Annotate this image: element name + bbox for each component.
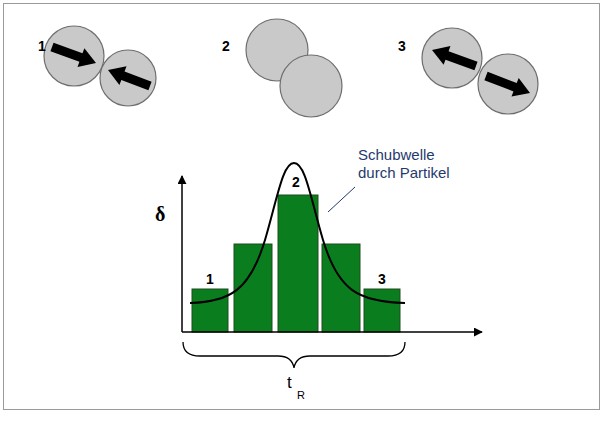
callout-number: 1 (206, 271, 214, 288)
particle (478, 54, 538, 114)
callout-number: 3 (378, 271, 386, 288)
time-brace (183, 342, 405, 368)
axis-subscript: R (297, 389, 305, 402)
axis-label: δ (155, 202, 165, 226)
particle (100, 50, 156, 106)
particle (44, 26, 104, 86)
leader-line (328, 187, 355, 212)
motion-arrow (432, 46, 478, 70)
curve-annotation: Schubwelle durch Partikel (358, 146, 466, 182)
histogram-bar (364, 289, 400, 332)
callout-number: 2 (290, 174, 302, 191)
motion-arrow (484, 72, 530, 97)
x-axis (182, 331, 482, 333)
callout-number: 3 (398, 38, 406, 55)
particle (280, 55, 342, 117)
motion-arrow (50, 43, 96, 67)
histogram-bar (192, 289, 228, 332)
particle (422, 28, 482, 88)
frame (4, 4, 600, 410)
y-axis (181, 176, 183, 332)
histogram-bar (278, 195, 318, 332)
motion-arrow (108, 66, 152, 90)
shear-wave-curve (190, 163, 405, 303)
callout-number: 1 (38, 38, 46, 55)
callout-number: 2 (222, 38, 230, 55)
histogram-bar (322, 244, 360, 332)
axis-label: t (287, 373, 292, 393)
